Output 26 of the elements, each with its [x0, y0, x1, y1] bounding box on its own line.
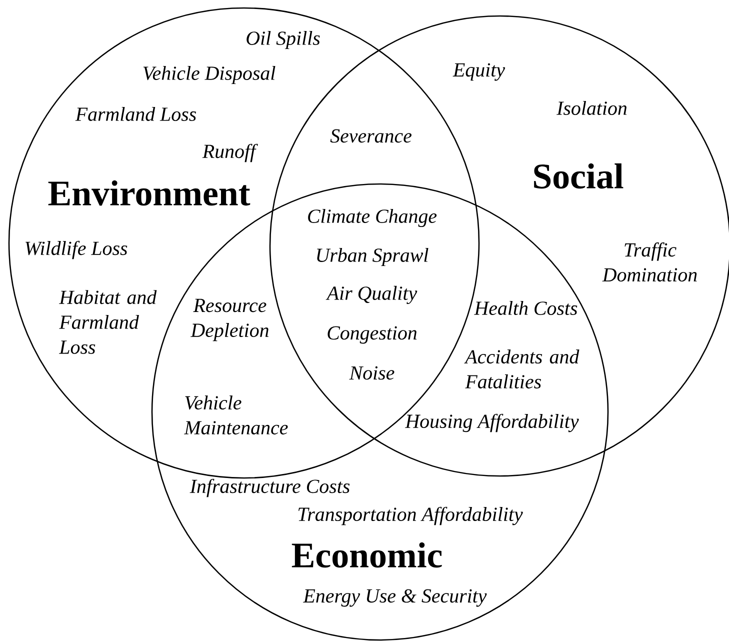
- label-text: Habitat and Farmland Loss: [58, 290, 157, 354]
- label-text: Oil Spills: [246, 30, 320, 50]
- label-text: Noise: [349, 366, 394, 380]
- label-text: Air Quality: [326, 286, 418, 304]
- category-heading: Economic: [292, 542, 442, 568]
- label-text: Wildlife Loss: [26, 240, 128, 260]
- label-text: Equity: [452, 63, 506, 81]
- label-text: Traffic Domination: [602, 242, 697, 282]
- category-heading: Environment: [48, 180, 250, 206]
- label-text: Vehicle Maintenance: [184, 396, 288, 434]
- label-text: Infrastructure Costs: [190, 478, 350, 498]
- label-text: Urban Sprawl: [317, 248, 428, 266]
- label-text: Resource Depletion: [190, 298, 268, 342]
- label-text: Runoff: [202, 144, 258, 162]
- label-text: Transportation Affordability: [298, 506, 523, 526]
- label-text: Climate Change: [308, 208, 437, 228]
- label-text: Health Costs: [474, 300, 578, 315]
- label-text: Energy Use & Security: [303, 589, 487, 607]
- label-text: Housing Affordability: [404, 414, 579, 432]
- label-text: Accidents and Fatalities: [464, 350, 580, 388]
- label-text: Congestion: [328, 326, 417, 344]
- label-text: Severance: [330, 129, 412, 143]
- category-heading: Social: [534, 163, 624, 189]
- label-text: Vehicle Disposal: [143, 66, 276, 84]
- label-text: Isolation: [556, 100, 627, 115]
- label-text: Farmland Loss: [75, 106, 196, 121]
